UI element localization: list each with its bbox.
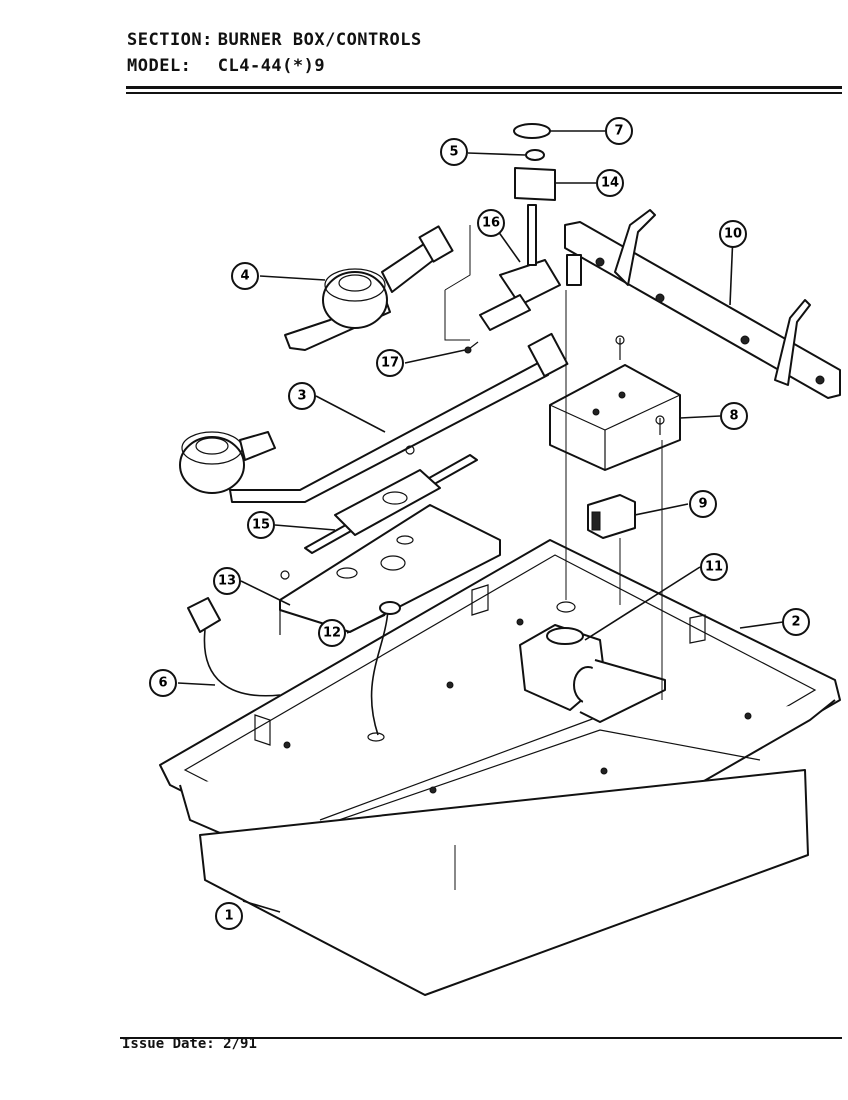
svg-text:6: 6	[158, 676, 167, 691]
callout-16: 16	[477, 209, 505, 237]
gas-valve	[519, 624, 666, 723]
section-value: BURNER BOX/CONTROLS	[217, 30, 422, 50]
control-box	[549, 335, 681, 471]
svg-text:16: 16	[482, 216, 500, 231]
svg-text:11: 11	[705, 560, 723, 575]
svg-text:8: 8	[729, 409, 738, 424]
igniter-module	[587, 494, 636, 539]
svg-text:17: 17	[381, 356, 399, 371]
footer-rule	[120, 1037, 842, 1039]
model-label: MODEL:	[127, 56, 192, 76]
mounting-bracket	[279, 504, 501, 635]
callout-1: 1	[215, 902, 243, 930]
callout-8: 8	[720, 402, 748, 430]
svg-text:10: 10	[724, 227, 742, 242]
callout-14: 14	[596, 169, 624, 197]
front-burner	[179, 332, 569, 503]
svg-text:7: 7	[614, 124, 623, 139]
svg-text:5: 5	[449, 145, 458, 160]
callout-2: 2	[782, 608, 810, 636]
callout-12: 12	[318, 619, 346, 647]
base-pan	[199, 769, 809, 996]
svg-text:14: 14	[601, 176, 619, 191]
rear-burner	[284, 225, 454, 351]
issue-value: 2/91	[223, 1036, 257, 1052]
callout-15: 15	[247, 511, 275, 539]
header-rule-bottom	[126, 92, 842, 94]
burner-bracket	[304, 445, 478, 554]
svg-text:3: 3	[297, 389, 306, 404]
model-value: CL4-44(*)9	[217, 56, 326, 76]
svg-text:13: 13	[218, 574, 236, 589]
header-rule-top	[126, 86, 842, 89]
model-line: MODEL: CL4-44(*)9	[127, 56, 325, 76]
svg-text:2: 2	[791, 615, 800, 630]
igniter-wire	[367, 601, 401, 742]
callout-13: 13	[213, 567, 241, 595]
callout-3: 3	[288, 382, 316, 410]
assembly-guides	[444, 225, 663, 890]
svg-text:9: 9	[698, 497, 707, 512]
svg-text:1: 1	[224, 909, 233, 924]
section-label: SECTION:	[127, 30, 213, 50]
callout-7: 7	[605, 117, 633, 145]
callout-11: 11	[700, 553, 728, 581]
issue-label: Issue Date:	[122, 1036, 215, 1052]
svg-text:15: 15	[252, 518, 270, 533]
issue-date: Issue Date: 2/91	[122, 1036, 257, 1052]
section-line: SECTION: BURNER BOX/CONTROLS	[127, 30, 422, 50]
power-cord	[187, 597, 281, 697]
callout-6: 6	[149, 669, 177, 697]
callout-10: 10	[719, 220, 747, 248]
callout-5: 5	[440, 138, 468, 166]
callout-9: 9	[689, 490, 717, 518]
callout-4: 4	[231, 262, 259, 290]
callout-17: 17	[376, 349, 404, 377]
svg-text:4: 4	[240, 269, 249, 284]
svg-text:12: 12	[323, 626, 341, 641]
valve-assembly	[464, 123, 582, 354]
leader-lines	[177, 130, 784, 913]
manifold-pipe	[564, 209, 841, 399]
